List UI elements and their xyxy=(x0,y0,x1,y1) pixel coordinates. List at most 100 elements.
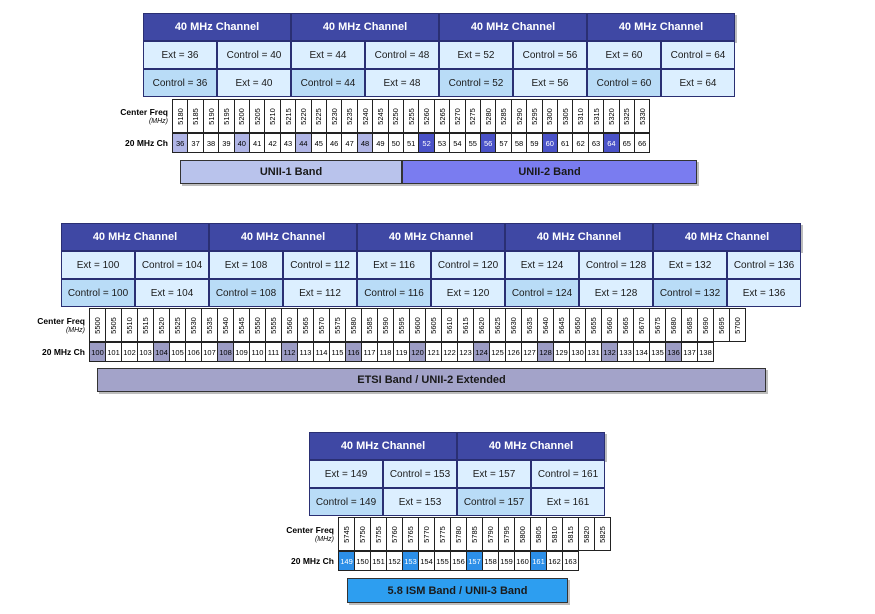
frequency-cell: 5620 xyxy=(473,308,490,342)
frequency-value: 5245 xyxy=(375,107,385,125)
frequency-value: 5625 xyxy=(493,316,502,334)
frequency-value: 5565 xyxy=(301,316,310,334)
frequency-cell: 5785 xyxy=(466,517,483,551)
channel-header: 40 MHz Channel xyxy=(143,13,291,41)
channel-cell: 66 xyxy=(634,133,651,153)
ext-control-cell: Ext = 124 xyxy=(505,251,579,279)
frequency-value: 5585 xyxy=(365,316,374,334)
ext-control-cell: Control = 112 xyxy=(283,251,357,279)
frequency-cell: 5805 xyxy=(530,517,547,551)
frequency-value: 5775 xyxy=(438,525,447,543)
control-ext-cell: Control = 149 xyxy=(309,488,383,516)
channel-header: 40 MHz Channel xyxy=(309,432,457,460)
frequency-cell: 5775 xyxy=(434,517,451,551)
frequency-cell: 5575 xyxy=(329,308,346,342)
channel-cell-highlighted: 136 xyxy=(665,342,682,362)
ext-control-cell: Control = 48 xyxy=(365,41,439,69)
frequency-value: 5185 xyxy=(191,107,201,125)
channel-cell: 163 xyxy=(562,551,579,571)
frequency-value: 5795 xyxy=(502,525,511,543)
frequency-cell: 5580 xyxy=(345,308,362,342)
ext-control-cell: Control = 128 xyxy=(579,251,653,279)
ext-control-cell: Ext = 52 xyxy=(439,41,513,69)
channel-cell: 58 xyxy=(510,133,528,153)
frequency-value: 5800 xyxy=(518,525,527,543)
channel-cell: 130 xyxy=(569,342,586,362)
ext-control-cell: Ext = 36 xyxy=(143,41,217,69)
frequency-cell: 5265 xyxy=(433,99,451,133)
ext-control-cell: Ext = 44 xyxy=(291,41,365,69)
frequency-cell: 5500 xyxy=(89,308,106,342)
frequency-value: 5575 xyxy=(333,316,342,334)
frequency-value: 5615 xyxy=(461,316,470,334)
channel-header: 40 MHz Channel xyxy=(587,13,735,41)
control-ext-cell: Control = 100 xyxy=(61,279,135,307)
control-ext-cell: Control = 108 xyxy=(209,279,283,307)
frequency-value: 5305 xyxy=(560,107,570,125)
channel-cell-highlighted: 48 xyxy=(356,133,374,153)
ext-control-cell: Control = 56 xyxy=(513,41,587,69)
frequency-cell: 5210 xyxy=(264,99,281,133)
channel-cell: 150 xyxy=(354,551,371,571)
frequency-value: 5290 xyxy=(514,107,524,125)
frequency-cell: 5780 xyxy=(450,517,467,551)
channel-cell: 137 xyxy=(681,342,698,362)
control-ext-cell: Control = 157 xyxy=(457,488,531,516)
frequency-cell: 5605 xyxy=(425,308,442,342)
channel-cell: 62 xyxy=(572,133,589,153)
frequency-value: 5515 xyxy=(141,316,150,334)
channel-cell: 41 xyxy=(249,133,266,153)
frequency-cell: 5795 xyxy=(498,517,515,551)
frequency-cell: 5280 xyxy=(480,99,497,133)
frequency-cell: 5305 xyxy=(557,99,574,133)
control-ext-cell: Ext = 128 xyxy=(579,279,653,307)
channel-cell: 47 xyxy=(341,133,358,153)
control-ext-cell: Ext = 136 xyxy=(727,279,801,307)
frequency-value: 5255 xyxy=(406,107,416,125)
frequency-cell: 5295 xyxy=(526,99,543,133)
channel-cell: 38 xyxy=(202,133,220,153)
channel-cell: 42 xyxy=(264,133,281,153)
channel-cell-highlighted: 108 xyxy=(217,342,234,362)
channel-cell: 126 xyxy=(505,342,522,362)
frequency-cell: 5695 xyxy=(713,308,730,342)
channel-cell: 51 xyxy=(403,133,420,153)
frequency-cell: 5595 xyxy=(393,308,410,342)
frequency-cell: 5825 xyxy=(594,517,611,551)
frequency-value: 5545 xyxy=(237,316,246,334)
frequency-value: 5210 xyxy=(268,107,278,125)
channel-cell: 162 xyxy=(546,551,563,571)
center-freq-text: Center Freq xyxy=(286,525,334,535)
ext-control-cell: Ext = 100 xyxy=(61,251,135,279)
frequency-cell: 5290 xyxy=(510,99,528,133)
channel-cell: 119 xyxy=(393,342,410,362)
band-bar: UNII-1 Band xyxy=(180,160,402,184)
channel-cell-highlighted: 157 xyxy=(466,551,483,571)
channel-cell-highlighted: 112 xyxy=(281,342,298,362)
frequency-value: 5315 xyxy=(591,107,601,125)
frequency-value: 5785 xyxy=(470,525,479,543)
frequency-cell: 5815 xyxy=(562,517,579,551)
ext-control-cell: Control = 153 xyxy=(383,460,457,488)
channel-cell: 63 xyxy=(587,133,605,153)
frequency-value: 5500 xyxy=(93,316,102,334)
channel-cell: 53 xyxy=(433,133,451,153)
frequency-value: 5770 xyxy=(422,525,431,543)
frequency-value: 5520 xyxy=(157,316,166,334)
channel-cell: 61 xyxy=(557,133,574,153)
frequency-cell: 5635 xyxy=(521,308,538,342)
channel-cell: 107 xyxy=(201,342,218,362)
ext-control-cell: Ext = 149 xyxy=(309,460,383,488)
control-ext-cell: Control = 60 xyxy=(587,69,661,97)
frequency-cell: 5540 xyxy=(217,308,234,342)
frequency-value: 5685 xyxy=(685,316,694,334)
frequency-value: 5760 xyxy=(390,525,399,543)
control-ext-cell: Ext = 161 xyxy=(531,488,605,516)
frequency-cell: 5215 xyxy=(279,99,297,133)
channel-cell: 160 xyxy=(514,551,531,571)
frequency-cell: 5670 xyxy=(633,308,650,342)
frequency-value: 5810 xyxy=(550,525,559,543)
frequency-value: 5650 xyxy=(573,316,582,334)
channel-cell: 125 xyxy=(489,342,506,362)
frequency-cell: 5245 xyxy=(372,99,389,133)
